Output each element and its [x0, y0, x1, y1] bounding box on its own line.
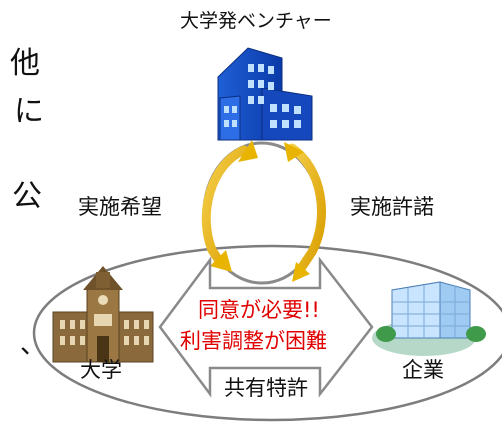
- cycle-arrow-left: [201, 140, 258, 272]
- cycle-arrow-right: [284, 142, 326, 282]
- consent-required-text: 同意が必要!!: [198, 298, 320, 322]
- shared-patent-ellipse: [32, 244, 502, 422]
- company-label: 企業: [402, 358, 444, 382]
- edge-label-left: 実施希望: [78, 195, 162, 219]
- edge-label-right: 実施許諾: [350, 195, 434, 219]
- cutoff-text-1: 他: [10, 46, 40, 81]
- shared-patent-label: 共有特許: [224, 376, 308, 400]
- double-arrow: [158, 256, 374, 398]
- company-building-icon: [372, 281, 486, 356]
- conflict-difficulty-text: 利害調整が困難: [180, 329, 327, 353]
- cutoff-text-3: 公: [12, 179, 42, 214]
- university-building-icon: [52, 266, 154, 363]
- university-label: 大学: [80, 358, 122, 382]
- cutoff-text-2: に: [14, 94, 44, 129]
- venture-label: 大学発ベンチャー: [180, 10, 332, 32]
- office-building-icon: [217, 47, 313, 141]
